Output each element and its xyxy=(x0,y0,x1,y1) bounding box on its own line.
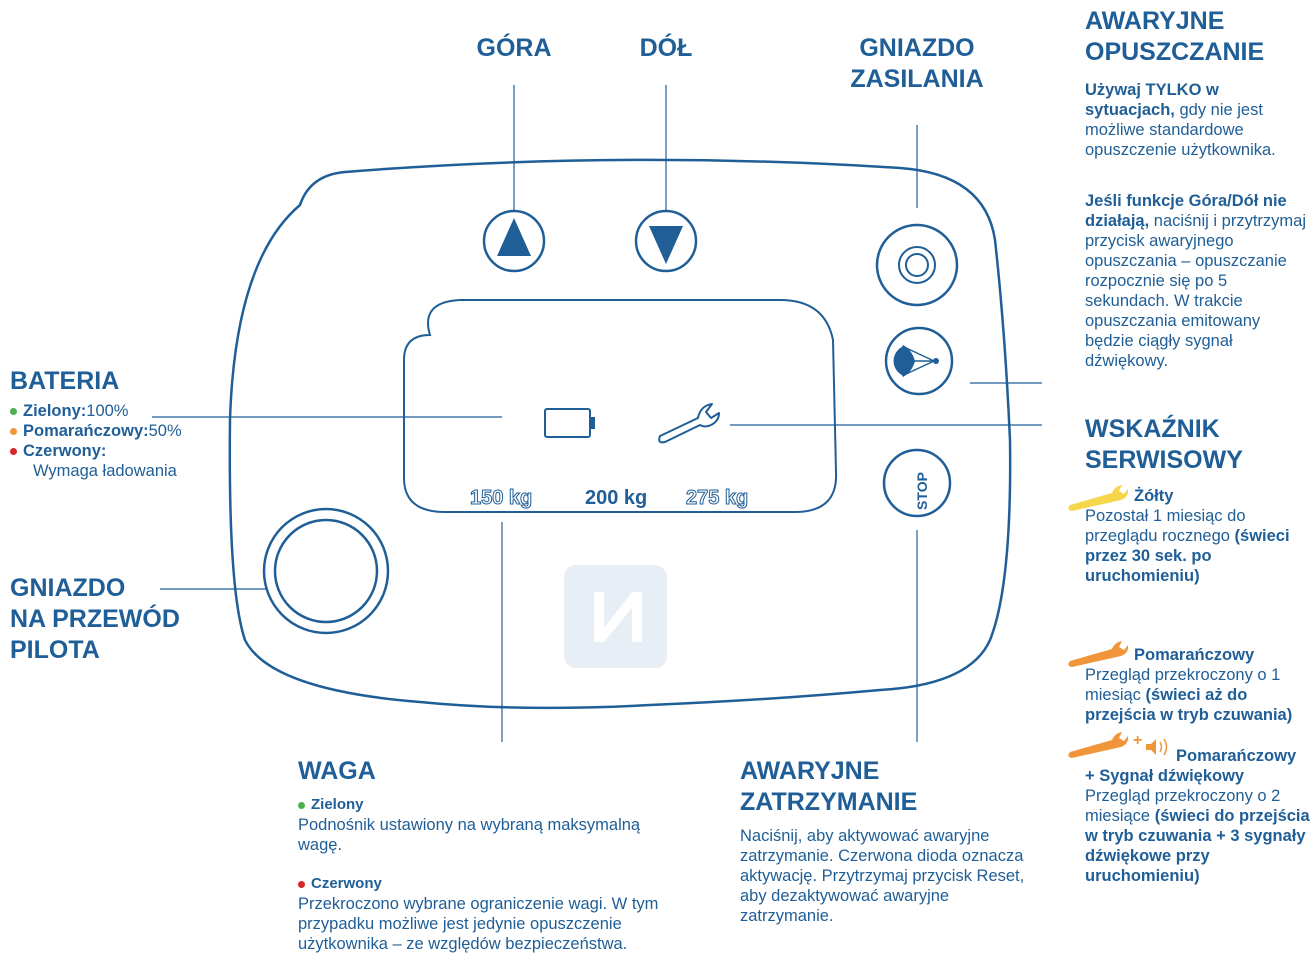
stop-icon xyxy=(882,448,952,518)
bateria-item-orange: Pomarańczowy: 50% xyxy=(10,421,230,441)
awaryjne-opuszczanie-p1: Używaj TYLKO w sytuacjach, gdy nie jest … xyxy=(1085,81,1276,159)
pilot-socket-icon xyxy=(262,507,390,635)
arrow-down-icon xyxy=(634,209,698,273)
power-socket-icon xyxy=(875,223,959,307)
bateria-title: BATERIA xyxy=(10,367,120,395)
stop-label: STOP xyxy=(914,472,930,510)
awaryjne-opuszczanie-p2: Jeśli funkcje Góra/Dół nie działają, nac… xyxy=(1085,192,1306,370)
awaryjne-zatrzymanie-title: AWARYJNE ZATRZYMANIE xyxy=(740,757,918,816)
battery-icon xyxy=(544,408,595,438)
label-gora: GÓRA xyxy=(476,34,552,62)
weight-150: 150 kg xyxy=(469,487,533,510)
logo-icon xyxy=(564,565,667,668)
wskaznik-zolty: Żółty Pozostał 1 miesiąc do przeglądu ro… xyxy=(1085,487,1290,585)
label-gniazdo-zasilania: GNIAZDO ZASILANIA xyxy=(850,34,984,93)
wrench-orange-icon xyxy=(1068,641,1129,667)
weight-200: 200 kg xyxy=(585,487,648,509)
awaryjne-zatrzymanie-text: Naciśnij, aby aktywować awaryjne zatrzym… xyxy=(740,827,1025,925)
panel-outline xyxy=(228,158,1012,710)
wrench-yellow-icon xyxy=(1068,485,1129,511)
label-dol: DÓŁ xyxy=(639,34,693,62)
wrench-icon xyxy=(658,403,720,444)
bateria-list: Zielony: 100% Pomarańczowy: 50% Czerwony… xyxy=(10,401,230,481)
bateria-item-green: Zielony: 100% xyxy=(10,401,230,421)
waga-title: WAGA xyxy=(298,757,376,785)
bateria-item-red: Czerwony: xyxy=(10,441,230,461)
weight-275: 275 kg xyxy=(685,487,749,510)
wskaznik-title: WSKAŹNIK SERWISOWY xyxy=(1085,415,1243,474)
wrench-orange-sound-icon xyxy=(1068,732,1168,758)
wskaznik-pomaranczowy-sygnal: + Pomarańczowy + Sygnał dźwiękowy Przegl… xyxy=(1085,732,1310,885)
parachute-icon xyxy=(884,326,954,396)
gniazdo-pilota-title: GNIAZDO NA PRZEWÓD PILOTA xyxy=(10,574,180,664)
arrow-up-icon xyxy=(482,209,546,273)
display-outline xyxy=(403,299,838,513)
wskaznik-pomaranczowy: Pomarańczowy Przegląd przekroczony o 1 m… xyxy=(1085,646,1293,724)
waga-czerwony: Czerwony Przekroczono wybrane ograniczen… xyxy=(298,875,659,953)
waga-zielony: Zielony Podnośnik ustawiony na wybraną m… xyxy=(298,796,641,854)
plus-sign: + xyxy=(1133,732,1143,749)
awaryjne-opuszczanie-title: AWARYJNE OPUSZCZANIE xyxy=(1085,7,1265,66)
